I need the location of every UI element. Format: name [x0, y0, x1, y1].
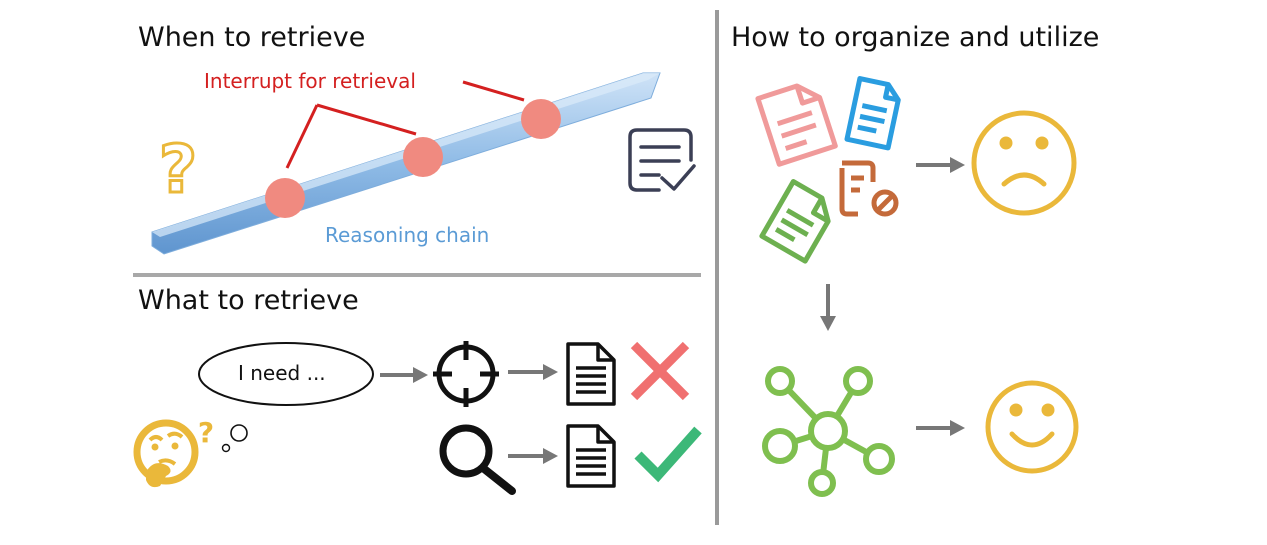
how-to-organize-title: How to organize and utilize — [731, 22, 1100, 53]
happy-face-icon — [985, 380, 1079, 474]
checklist-icon — [628, 128, 696, 192]
arrow-icon — [380, 367, 428, 383]
reasoning-chain-label: Reasoning chain — [325, 223, 490, 247]
svg-text:?: ? — [198, 416, 214, 449]
thinking-face-icon: ? — [133, 416, 214, 488]
when-to-retrieve-title: When to retrieve — [138, 22, 366, 53]
arrow-icon — [508, 448, 558, 464]
arrow-icon — [916, 420, 965, 436]
crosshair-icon — [433, 341, 499, 407]
thought-bubble-text: I need ... — [238, 361, 326, 385]
arrow-icon — [820, 284, 836, 331]
retrieval-point — [521, 99, 561, 139]
document-icon — [566, 424, 616, 488]
thought-bubble-dot — [221, 443, 231, 453]
interrupt-label: Interrupt for retrieval — [204, 69, 416, 93]
sad-face-icon — [971, 110, 1077, 216]
check-icon — [634, 426, 702, 483]
what-to-retrieve-title: What to retrieve — [138, 285, 359, 316]
magnifier-icon — [439, 424, 516, 495]
document-icon — [566, 342, 616, 406]
retrieval-point — [265, 178, 305, 218]
question-mark-icon: ? — [157, 130, 198, 210]
network-graph-icon — [762, 366, 895, 497]
cross-icon — [630, 341, 690, 401]
svg-text:?: ? — [159, 131, 197, 208]
interrupt-lines — [285, 80, 525, 169]
thought-bubble-icon — [198, 342, 374, 406]
arrow-icon — [508, 364, 558, 380]
thought-bubble-dot — [230, 424, 248, 442]
scattered-documents-icon — [755, 76, 901, 264]
retrieval-point — [403, 137, 443, 177]
arrow-icon — [916, 157, 965, 173]
